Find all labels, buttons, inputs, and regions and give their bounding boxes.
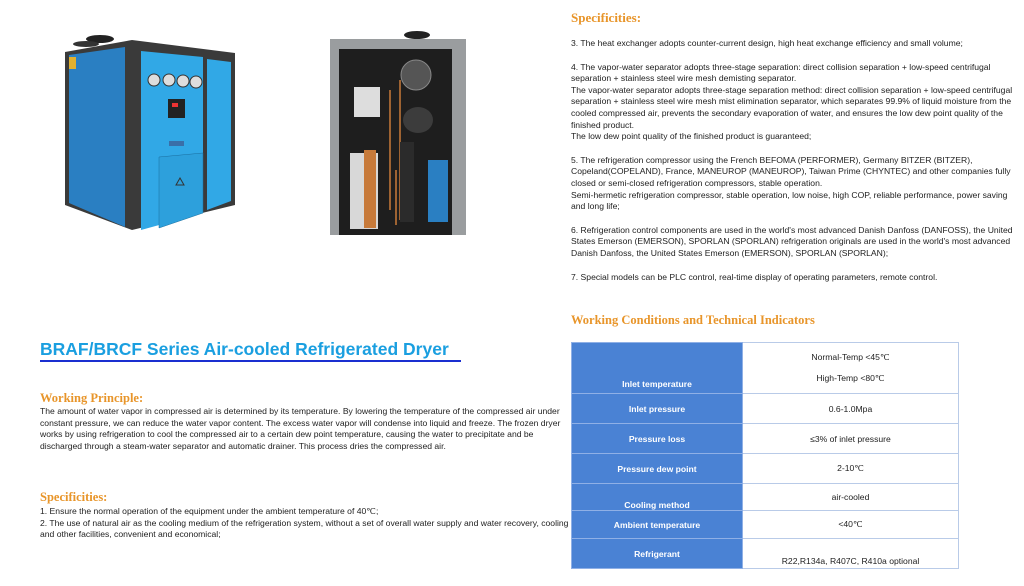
spec-item-1: 1. Ensure the normal operation of the eq…: [40, 506, 379, 516]
table-row: Cooling method air-cooled: [571, 483, 959, 511]
row-label: Pressure dew point: [571, 453, 743, 484]
table-row: Inlet temperature Normal-Temp <45℃ High-…: [571, 342, 959, 394]
table-row: Inlet pressure 0.6-1.0Mpa: [571, 393, 959, 424]
specificities-heading-right: Specificities:: [571, 10, 642, 25]
table-row: Refrigerant R22,R134a, R407C, R410a opti…: [571, 538, 959, 569]
row-value: ≤3% of inlet pressure: [742, 423, 959, 454]
technical-indicators-table: Inlet temperature Normal-Temp <45℃ High-…: [571, 342, 959, 569]
table-row: Pressure dew point 2-10℃: [571, 453, 959, 484]
row-value: Normal-Temp <45℃ High-Temp <80℃: [742, 342, 959, 394]
table-row: Ambient temperature <40℃: [571, 510, 959, 539]
working-principle-heading: Working Principle:: [40, 391, 144, 405]
page-title: BRAF/BRCF Series Air-cooled Refrigerated…: [40, 338, 461, 362]
row-label: Refrigerant: [571, 538, 743, 569]
row-value: <40℃: [742, 510, 959, 539]
spec-item-2: 2. The use of natural air as the cooling…: [40, 517, 569, 540]
spec-item-7: 7. Special models can be PLC control, re…: [571, 271, 938, 282]
row-label: Pressure loss: [571, 423, 743, 454]
row-value: 2-10℃: [742, 453, 959, 484]
row-label: Inlet temperature: [571, 342, 743, 394]
conditions-heading: Working Conditions and Technical Indicat…: [571, 313, 815, 327]
row-label: Inlet pressure: [571, 393, 743, 424]
specificities-heading-left: Specificities:: [40, 490, 108, 504]
row-value: R22,R134a, R407C, R410a optional: [742, 538, 959, 569]
specificities-list-left: 1. Ensure the normal operation of the eq…: [40, 506, 570, 541]
working-principle-text: The amount of water vapor in compressed …: [40, 406, 561, 451]
row-value: air-cooled: [742, 483, 959, 511]
row-label: Ambient temperature: [571, 510, 743, 539]
row-value: 0.6-1.0Mpa: [742, 393, 959, 424]
row-label: Cooling method: [571, 483, 743, 511]
spec-item-6: 6. Refrigeration control components are …: [571, 224, 1013, 258]
specificities-list-right: 3. The heat exchanger adopts counter-cur…: [571, 38, 1021, 283]
spec-item-3: 3. The heat exchanger adopts counter-cur…: [571, 38, 963, 48]
dryer-exterior-image: [65, 35, 235, 230]
table-row: Pressure loss ≤3% of inlet pressure: [571, 423, 959, 454]
dryer-interior-image: [330, 31, 466, 235]
row-value-high: High-Temp <80℃: [816, 373, 885, 383]
row-value-normal: Normal-Temp <45℃: [811, 352, 890, 362]
spec-item-4: 4. The vapor-water separator adopts thre…: [571, 61, 1013, 142]
spec-item-5: 5. The refrigeration compressor using th…: [571, 154, 1011, 212]
